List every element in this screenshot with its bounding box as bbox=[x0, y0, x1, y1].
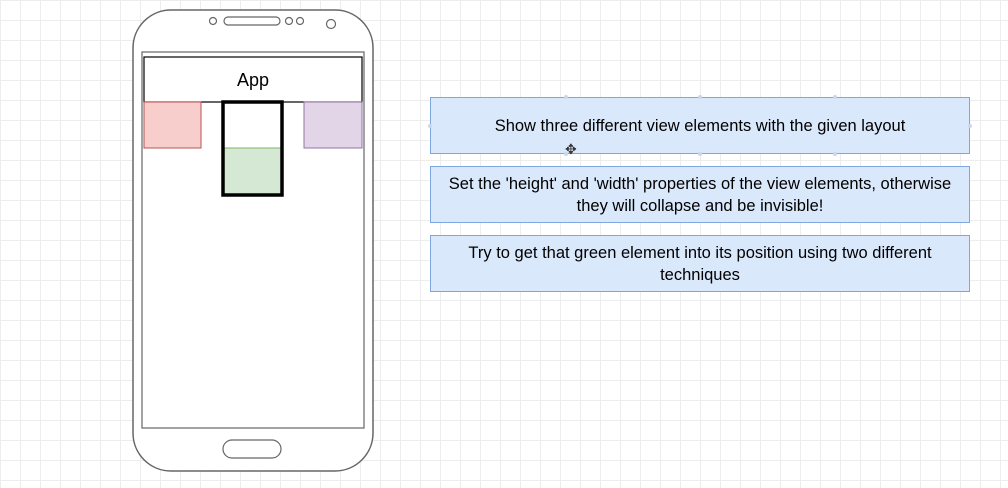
green-view-element bbox=[223, 147, 282, 196]
selection-handle[interactable] bbox=[833, 152, 837, 156]
move-cursor-icon: ✥ bbox=[565, 142, 577, 158]
app-bar-title: App bbox=[237, 70, 269, 90]
speaker-grille bbox=[223, 16, 281, 26]
instruction-note-1-text: Show three different view elements with … bbox=[494, 116, 906, 135]
instruction-note-2-text: Set the 'height' and 'width' properties … bbox=[448, 174, 952, 215]
instruction-note-2[interactable]: Set the 'height' and 'width' properties … bbox=[430, 166, 970, 223]
selection-handle[interactable] bbox=[698, 95, 702, 99]
selection-handle[interactable] bbox=[564, 152, 568, 156]
sensor-dot-2 bbox=[295, 16, 305, 26]
selection-handle[interactable] bbox=[564, 95, 568, 99]
instruction-note-3-text: Try to get that green element into its p… bbox=[468, 243, 932, 284]
front-sensor bbox=[208, 16, 218, 26]
app-bar bbox=[143, 56, 363, 103]
selection-handle[interactable] bbox=[833, 95, 837, 99]
home-button bbox=[222, 439, 282, 459]
selection-handle[interactable] bbox=[968, 124, 972, 128]
sensor-dot-1 bbox=[284, 16, 294, 26]
selection-handle[interactable] bbox=[698, 152, 702, 156]
red-view-element bbox=[143, 101, 202, 149]
purple-view-element bbox=[303, 101, 363, 149]
instruction-note-3[interactable]: Try to get that green element into its p… bbox=[430, 235, 970, 292]
instruction-note-1[interactable]: Show three different view elements with … bbox=[430, 97, 970, 154]
green-target-frame bbox=[221, 100, 284, 197]
selection-handle[interactable] bbox=[428, 124, 432, 128]
front-camera bbox=[325, 18, 337, 30]
